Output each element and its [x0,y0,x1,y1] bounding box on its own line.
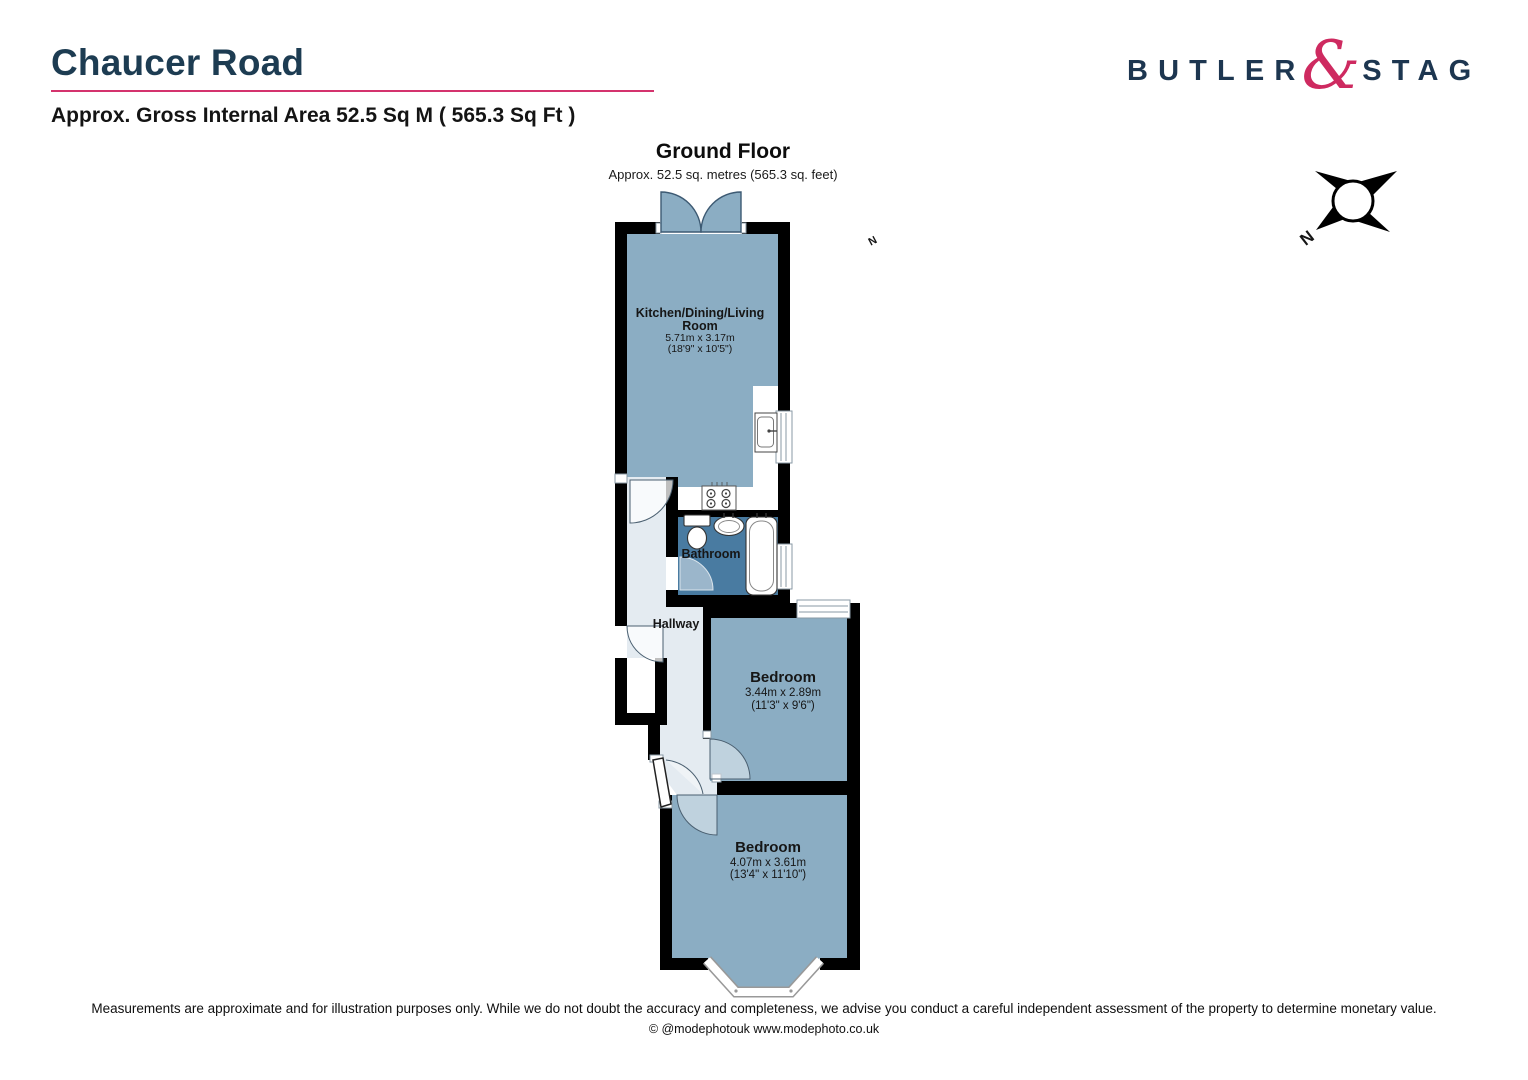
label-hallway: Hallway [653,617,700,631]
fixtures [683,412,778,596]
front-door [652,757,704,808]
kitchen-window [775,410,793,464]
area-subtitle: Approx. Gross Internal Area 52.5 Sq M ( … [51,104,576,127]
label-kitchen: Kitchen/Dining/Living Room 5.71m x 3.17m… [636,306,764,355]
svg-text:4.07m x 3.61m: 4.07m x 3.61m [730,857,806,869]
label-bedroom-2: Bedroom 4.07m x 3.61m (13'4" x 11'10") [730,839,806,881]
svg-text:Room: Room [682,319,717,333]
bathroom-window [775,543,793,590]
svg-text:3.44m x 2.89m: 3.44m x 2.89m [745,687,821,699]
svg-text:Bedroom: Bedroom [735,839,801,856]
title-underline [51,90,654,92]
kitchen-door-arc [629,479,674,524]
svg-text:(11'3" x 9'6"): (11'3" x 9'6") [751,700,815,712]
svg-text:5.71m x 3.17m: 5.71m x 3.17m [665,332,735,344]
hob-icon [701,482,737,511]
bedroom1-door-arc [709,738,751,780]
label-bathroom: Bathroom [681,547,740,561]
north-mini-marker: N [866,234,879,248]
bathtub-icon [745,513,778,596]
svg-text:Bedroom: Bedroom [750,669,816,686]
hallway-side-door-arc [626,625,664,663]
basin-icon [713,513,745,537]
brand-word-right: STAG [1362,54,1482,87]
bedroom1-window [796,599,851,619]
toilet-icon [683,514,711,550]
bathroom-door-arc [679,556,714,591]
svg-text:(18'9" x 10'5"): (18'9" x 10'5") [668,343,733,355]
floor-subtitle: Approx. 52.5 sq. metres (565.3 sq. feet) [608,167,838,182]
svg-text:N: N [1296,227,1317,250]
room-fills [627,234,847,990]
svg-text:Kitchen/Dining/Living: Kitchen/Dining/Living [636,306,764,320]
page-title: Chaucer Road [51,42,305,83]
kitchen-sink-icon [754,412,778,453]
doors [626,191,751,836]
french-doors [660,191,742,233]
label-bedroom-1: Bedroom 3.44m x 2.89m (11'3" x 9'6") [745,669,821,712]
floor-heading: Ground Floor Approx. 52.5 sq. metres (56… [523,140,923,182]
credit-text: © @modephotouk www.modephoto.co.uk [648,1022,880,1036]
brand-word-left: BUTLER [1127,54,1306,87]
floor-title: Ground Floor [655,140,791,163]
bedroom2-door-arc [676,794,718,836]
brand-ampersand-icon: & [1301,27,1361,104]
compass-icon: N [1296,171,1397,249]
disclaimer-text: Measurements are approximate and for ill… [91,1001,1437,1016]
room-labels: Kitchen/Dining/Living Room 5.71m x 3.17m… [636,234,879,881]
bay-window [702,956,825,998]
plan-walls [615,222,860,970]
svg-text:(13'4" x 11'10"): (13'4" x 11'10") [730,869,806,881]
windows [702,410,851,998]
brand-logo: BUTLER & STAG [1127,33,1482,99]
